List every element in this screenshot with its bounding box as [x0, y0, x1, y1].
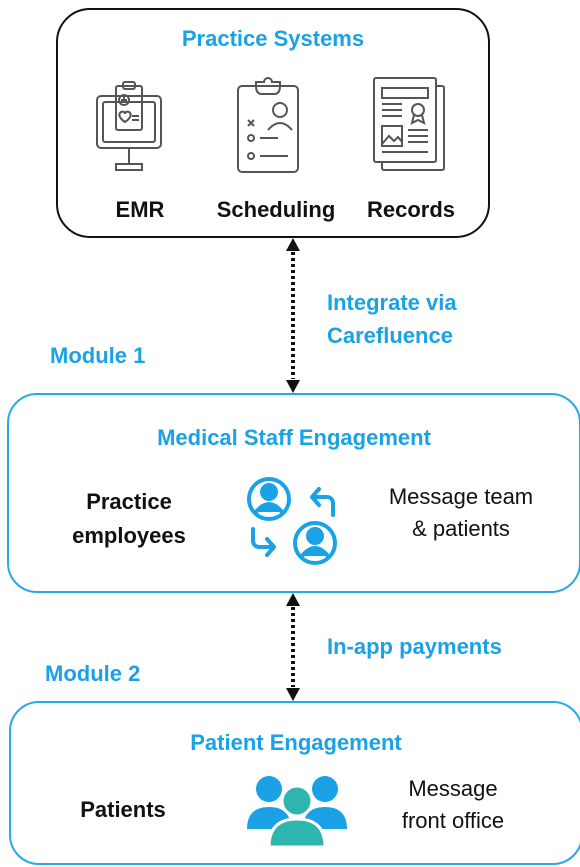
payments-connector	[286, 593, 300, 701]
emr-monitor-icon	[96, 81, 162, 171]
module-2-label: Module 2	[45, 661, 141, 686]
message-team-label: Message team & patients	[361, 481, 561, 545]
patient-engagement-title: Patient Engagement	[190, 730, 402, 755]
emr-label: EMR	[115, 197, 165, 222]
patient-engagement-box: Patient Engagement Patients Message fron…	[9, 701, 580, 865]
message-team-line-1: Message team	[388, 484, 534, 509]
records-document-icon	[373, 77, 445, 171]
integration-line-2: Carefluence	[327, 323, 453, 348]
front-office-line-1: Message	[408, 776, 498, 801]
message-front-office-label: Message front office	[363, 773, 543, 837]
scheduling-label: Scheduling	[216, 197, 336, 222]
payments-label: In-app payments	[327, 634, 502, 659]
group-users-icon	[247, 776, 347, 847]
message-team-line-2: & patients	[412, 516, 510, 541]
employees-line-1: Practice	[86, 489, 172, 514]
practice-systems-title: Practice Systems	[181, 26, 365, 51]
module-1-label: Module 1	[50, 343, 146, 368]
employees-line-2: employees	[72, 523, 186, 548]
practice-employees-label: Practice employees	[49, 485, 209, 553]
integration-label: Integrate via Carefluence	[327, 286, 457, 352]
integration-connector	[286, 238, 300, 393]
front-office-line-2: front office	[401, 808, 505, 833]
practice-systems-box: Practice Systems	[56, 8, 490, 238]
integration-line-1: Integrate via	[327, 290, 457, 315]
clipboard-schedule-icon	[237, 77, 299, 173]
medical-staff-box: Medical Staff Engagement Practice employ…	[7, 393, 580, 593]
records-label: Records	[366, 197, 456, 222]
user-exchange-icon	[247, 477, 337, 565]
patients-label: Patients	[80, 797, 166, 822]
medical-staff-title: Medical Staff Engagement	[157, 425, 431, 450]
